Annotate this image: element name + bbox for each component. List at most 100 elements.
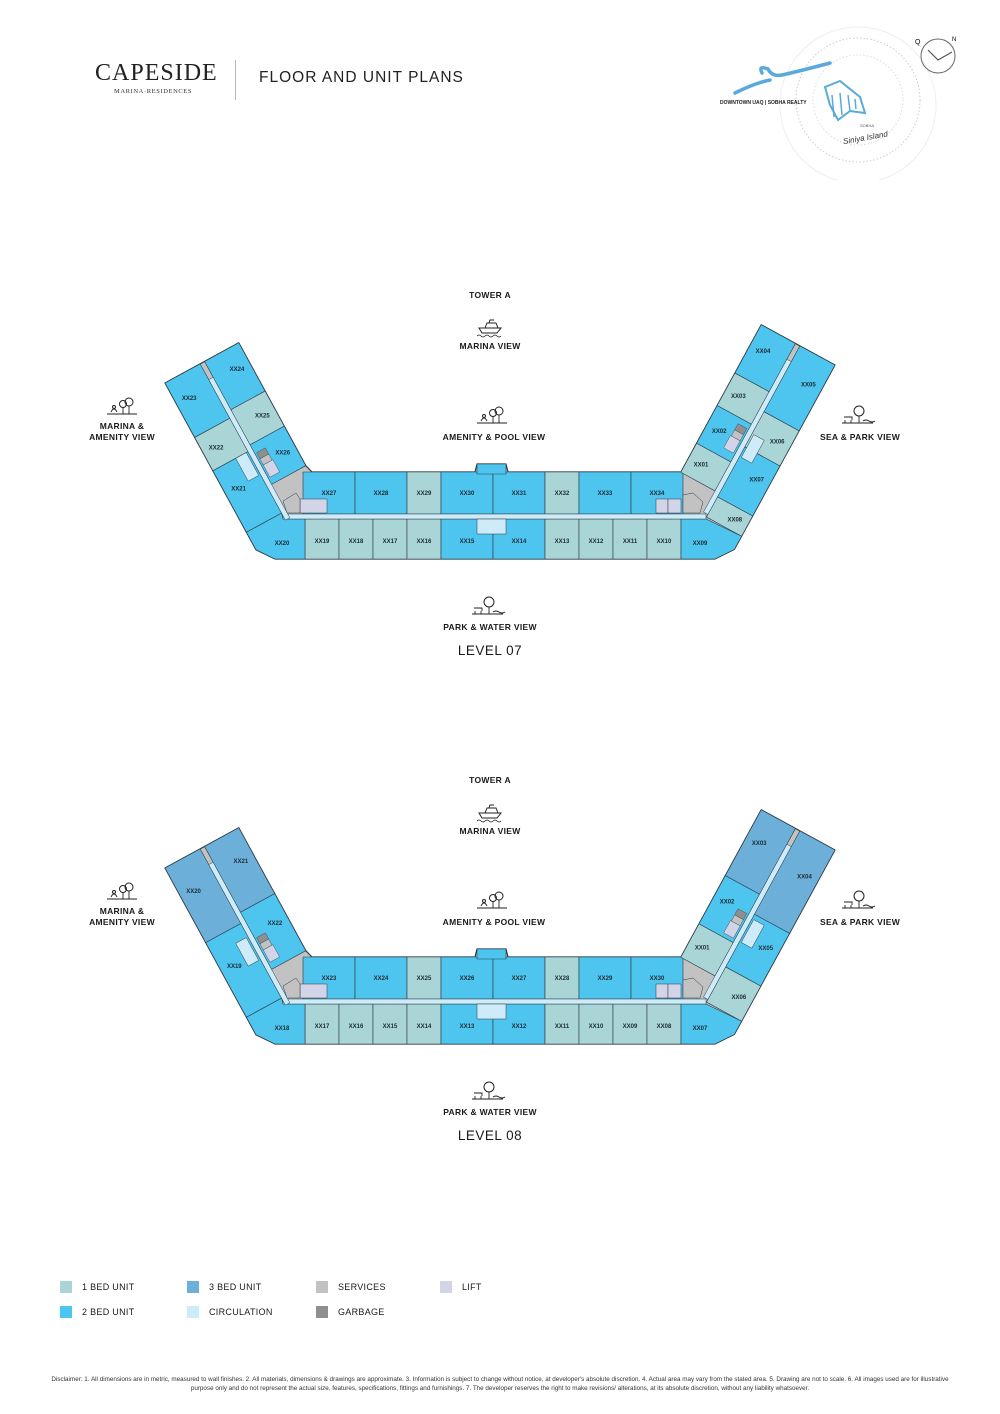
- lift: [263, 944, 280, 963]
- unit-label: XX12: [589, 539, 604, 545]
- location-map-logo: DOWNTOWN UAQ | SOBHA REALTY SOBHA Siniya…: [720, 26, 956, 180]
- view-label-marina: MARINA VIEW: [459, 826, 521, 836]
- sea-park-icon: [842, 890, 876, 909]
- island-icon: [823, 79, 867, 122]
- services-core: [282, 977, 301, 999]
- coastline-icon: [733, 61, 832, 95]
- unit-xx08: [706, 496, 753, 537]
- brand-logo: CAPESIDE: [95, 60, 218, 86]
- lobby-bump: [476, 463, 507, 475]
- legend-label: 1 BED UNIT: [82, 1282, 135, 1292]
- services-core: [682, 492, 704, 514]
- legend-item-garbage: GARBAGE: [316, 1306, 436, 1320]
- unit-label: XX25: [417, 976, 432, 982]
- lift: [655, 498, 669, 514]
- header-divider: [235, 60, 236, 100]
- unit-label: XX30: [650, 976, 665, 982]
- amenity-pool-icon: [477, 406, 507, 424]
- unit-label: XX10: [657, 539, 672, 545]
- lift: [667, 983, 682, 999]
- unit-label: XX08: [657, 1024, 672, 1030]
- compass-north: N: [952, 37, 956, 43]
- unit-label: XX28: [374, 491, 389, 497]
- unit-label: XX04: [797, 875, 812, 881]
- level-label: LEVEL 08: [457, 1128, 523, 1143]
- unit-label: XX02: [712, 429, 727, 435]
- view-label-marina-amenity-2: AMENITY VIEW: [89, 917, 155, 927]
- legend-label: 2 BED UNIT: [82, 1307, 135, 1317]
- legend-item-circulation: CIRCULATION: [187, 1306, 307, 1320]
- unit-label: XX21: [233, 859, 248, 865]
- unit-label: XX03: [731, 394, 746, 400]
- unit-label: XX15: [383, 1024, 398, 1030]
- page-title: FLOOR AND UNIT PLANS: [259, 69, 464, 86]
- stair-left: [235, 937, 259, 967]
- unit-label: XX06: [732, 995, 747, 1001]
- unit-label: XX27: [512, 976, 527, 982]
- legend-item-1bed: 1 BED UNIT: [60, 1281, 180, 1295]
- compass-needle: [927, 49, 953, 61]
- unit-label: XX01: [694, 462, 709, 468]
- lift: [655, 983, 669, 999]
- unit-label: XX07: [749, 477, 764, 483]
- legend-swatch: [60, 1281, 72, 1293]
- lift: [299, 498, 328, 514]
- legend-label: LIFT: [462, 1282, 482, 1292]
- unit-xx18: [246, 997, 306, 1045]
- amenity-pool-icon: [477, 891, 507, 909]
- unit-label: XX24: [374, 976, 389, 982]
- unit-label: XX29: [598, 976, 613, 982]
- unit-label: XX18: [349, 539, 364, 545]
- unit-label: XX17: [383, 539, 398, 545]
- corridor-left-wing: [208, 376, 291, 521]
- unit-label: XX15: [460, 539, 475, 545]
- unit-label: XX13: [555, 539, 570, 545]
- lobby-circulation: [476, 1003, 507, 1020]
- unit-label: XX20: [186, 889, 201, 895]
- legend-swatch: [316, 1306, 328, 1318]
- stair-right: [741, 434, 765, 464]
- unit-label: XX03: [752, 841, 767, 847]
- unit-xx06: [706, 966, 762, 1022]
- unit-label: XX17: [315, 1024, 330, 1030]
- corridor-right-wing: [703, 843, 792, 1000]
- unit-label: XX23: [322, 976, 337, 982]
- unit-label: XX07: [693, 1026, 708, 1032]
- view-label-park-water: PARK & WATER VIEW: [443, 622, 537, 632]
- view-label-sea-park: SEA & PARK VIEW: [819, 432, 901, 442]
- unit-label: XX25: [255, 413, 270, 419]
- unit-label: XX11: [623, 539, 638, 545]
- unit-label: XX19: [227, 964, 242, 970]
- tower-label: TOWER A: [469, 775, 511, 785]
- legend-label: GARBAGE: [338, 1307, 385, 1317]
- map-brand: SOBHA: [860, 123, 874, 128]
- disclaimer: Disclaimer: 1. All dimensions are in met…: [51, 1376, 949, 1392]
- unit-label: XX02: [720, 900, 735, 906]
- map-ring-inner: [812, 54, 904, 146]
- legend-swatch: [440, 1281, 452, 1293]
- unit-label: XX33: [598, 491, 613, 497]
- view-label-amenity-pool: AMENITY & POOL VIEW: [442, 917, 546, 927]
- corridor: [282, 998, 707, 1005]
- legend-swatch: [187, 1281, 199, 1293]
- park-water-icon: [472, 1081, 506, 1100]
- map-ring-outer: [795, 37, 921, 163]
- lift: [263, 459, 280, 478]
- corridor-left-wing: [208, 861, 291, 1006]
- unit-label: XX09: [693, 541, 708, 547]
- unit-label: XX27: [322, 491, 337, 497]
- unit-label: XX10: [589, 1024, 604, 1030]
- view-label-marina: MARINA VIEW: [459, 341, 521, 351]
- services-core: [282, 492, 301, 514]
- lift: [723, 435, 741, 454]
- lobby-circulation: [476, 518, 507, 535]
- unit-label: XX05: [758, 946, 773, 952]
- unit-label: XX09: [623, 1024, 638, 1030]
- marina-amenity-icon: [107, 882, 137, 900]
- unit-label: XX31: [512, 491, 527, 497]
- unit-label: XX14: [512, 539, 527, 545]
- unit-label: XX12: [512, 1024, 527, 1030]
- unit-label: XX29: [417, 491, 432, 497]
- services-core: [682, 977, 704, 999]
- legend-label: SERVICES: [338, 1282, 386, 1292]
